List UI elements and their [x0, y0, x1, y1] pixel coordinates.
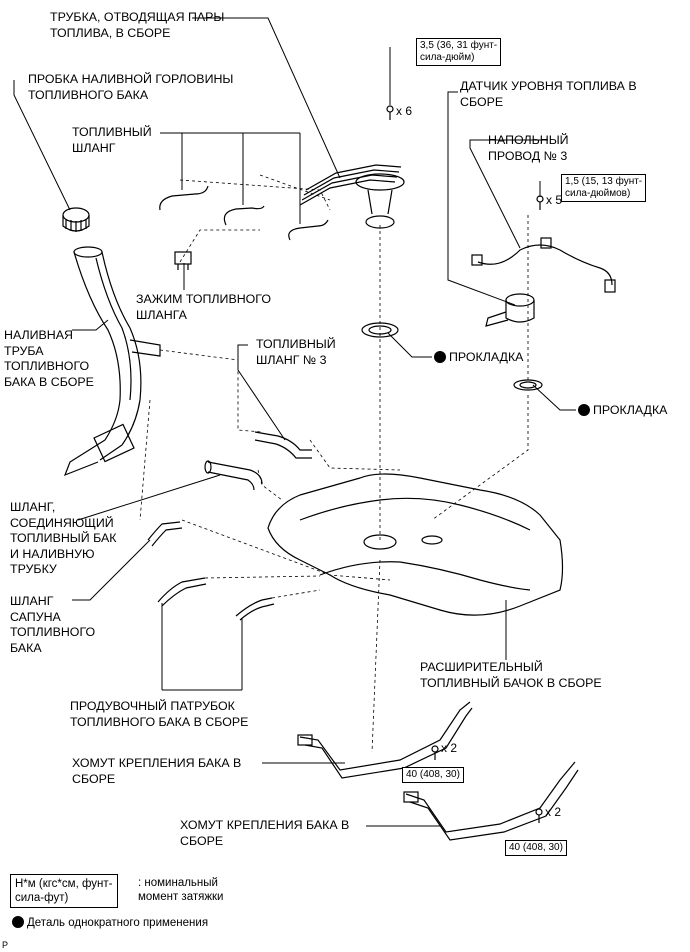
torque-box-vapor-tube: 3,5 (36, 31 фунт- сила-дюйм): [416, 38, 502, 66]
gasket-2-text: ПРОКЛАДКА: [593, 403, 668, 417]
label-floor-wire: НАПОЛЬНЫЙ ПРОВОД № 3: [488, 133, 569, 163]
filler-pipe-part: [63, 246, 161, 477]
qty-band-2: x 2: [545, 805, 562, 819]
filler-cap-part: [62, 207, 90, 232]
qty-level-sensor: x 5: [546, 193, 563, 207]
single-use-dot-icon: [12, 916, 24, 928]
torque-box-level-sensor: 1,5 (15, 13 фунт- сила-дюймов): [561, 174, 647, 202]
hose-clamp-part: [174, 251, 192, 270]
label-connecting-hose: ШЛАНГ, СОЕДИНЯЮЩИЙ ТОПЛИВНЫЙ БАК И НАЛИВ…: [10, 500, 117, 576]
fuel-hose-2-part: [223, 205, 265, 226]
breather-hose-part: [147, 521, 181, 541]
leader-connecting-hose: [77, 474, 221, 521]
label-hose-clamp: ЗАЖИМ ТОПЛИВНОГО ШЛАНГА: [136, 292, 271, 322]
label-purge-pipe: ПРОДУВОЧНЫЙ ПАТРУБОК ТОПЛИВНОГО БАКА В С…: [70, 699, 249, 729]
leader-vapor-tube: [192, 17, 341, 179]
level-sensor-part: [485, 293, 535, 327]
single-use-dot-icon: [434, 351, 446, 363]
fuel-hose-no3-part: [254, 431, 312, 451]
label-vapor-tube: ТРУБКА, ОТВОДЯЩАЯ ПАРЫ ТОПЛИВА, В СБОРЕ: [50, 10, 225, 40]
label-fuel-hose-3: ТОПЛИВНЫЙ ШЛАНГ № 3: [256, 337, 336, 367]
label-breather-hose: ШЛАНГ САПУНА ТОПЛИВНОГО БАКА: [10, 594, 96, 655]
floor-wire-part: [477, 244, 613, 286]
gasket-1-part: [361, 322, 399, 338]
leader-filler-cap: [13, 80, 71, 211]
torque-box-band-1: 40 (408, 30): [402, 767, 464, 783]
leader-gasket-2: [532, 384, 576, 411]
leader-breather-hose: [72, 539, 151, 601]
label-tank-band-1: ХОМУТ КРЕПЛЕНИЯ БАКА В СБОРЕ: [72, 756, 242, 786]
single-use-dot-icon: [578, 404, 590, 416]
legend-single-use: Деталь однократного применения: [12, 916, 208, 930]
label-gasket-2: ПРОКЛАДКА: [578, 403, 667, 419]
label-expansion-tank: РАСШИРИТЕЛЬНЫЙ ТОПЛИВНЫЙ БАЧОК В СБОРЕ: [420, 660, 602, 690]
leader-purge-pipe: [161, 603, 243, 691]
tank-band-2-part: [403, 761, 579, 841]
leader-fuel-hose-3: [237, 344, 286, 441]
label-filler-pipe: НАЛИВНАЯ ТРУБА ТОПЛИВНОГО БАКА В СБОРЕ: [4, 328, 94, 389]
label-tank-band-2: ХОМУТ КРЕПЛЕНИЯ БАКА В СБОРЕ: [180, 818, 350, 848]
gasket-1-text: ПРОКЛАДКА: [449, 350, 524, 364]
fuel-tank-part: [267, 473, 564, 616]
legend-unit-box: Н*м (кгс*см, фунт- сила-фут): [10, 874, 118, 908]
label-fuel-hose: ТОПЛИВНЫЙ ШЛАНГ: [72, 125, 152, 155]
vapor-tube-part: [299, 164, 405, 229]
leader-floor-wire: [469, 139, 548, 249]
label-level-sensor: ДАТЧИК УРОВНЯ ТОПЛИВА В СБОРЕ: [460, 79, 637, 109]
torque-box-band-2: 40 (408, 30): [505, 840, 567, 856]
fuel-hose-3-part: [288, 219, 329, 241]
gasket-2-part: [513, 379, 543, 391]
connecting-hose-part: [204, 460, 263, 491]
qty-band-1: x 2: [441, 741, 458, 755]
fuel-hose-1-part: [159, 185, 209, 211]
label-gasket-1: ПРОКЛАДКА: [434, 350, 523, 366]
leader-level-sensor: [447, 91, 516, 306]
legend-single-use-text: Деталь однократного применения: [27, 917, 209, 929]
corner-mark: P: [2, 940, 9, 950]
qty-vapor-tube: x 6: [396, 104, 413, 118]
legend-unit-description: : номинальный момент затяжки: [138, 877, 224, 903]
leader-gasket-1: [387, 332, 432, 358]
bolt-icons: [386, 105, 544, 823]
purge-pipe-2-part: [235, 597, 273, 617]
purge-pipe-1-part: [157, 577, 206, 603]
label-filler-cap: ПРОБКА НАЛИВНОЙ ГОРЛОВИНЫ ТОПЛИВНОГО БАК…: [28, 72, 234, 102]
